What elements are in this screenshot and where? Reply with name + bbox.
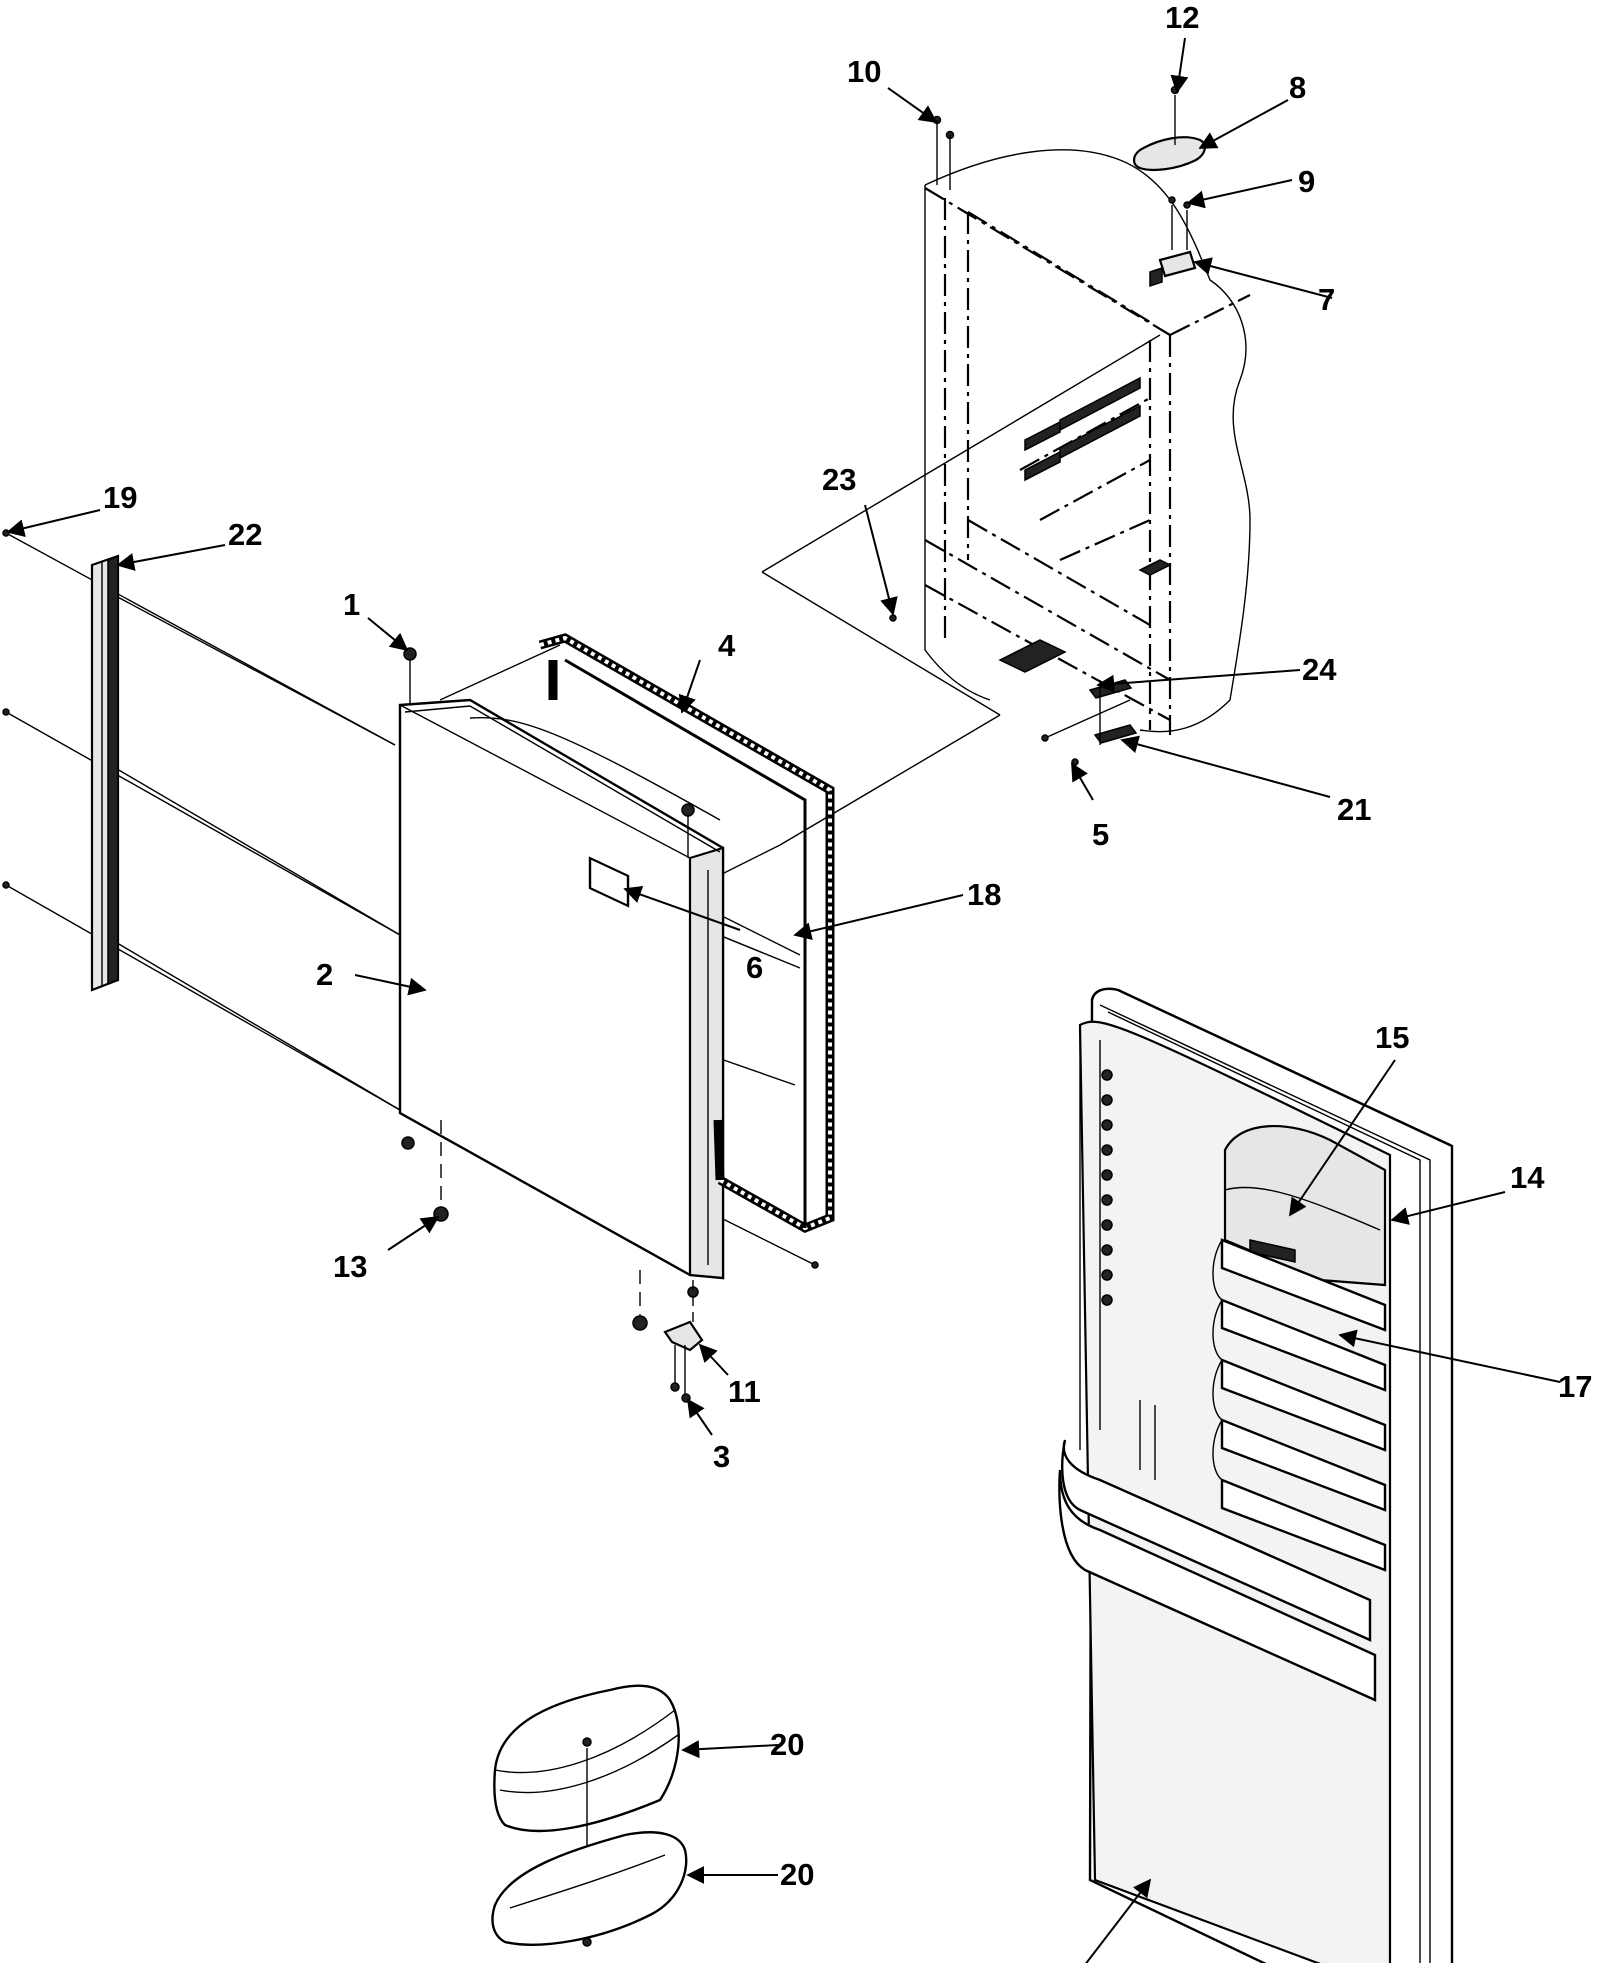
- callout-21: 21: [1337, 792, 1371, 827]
- callout-2: 2: [316, 957, 333, 992]
- callout-12: 12: [1165, 0, 1199, 35]
- callout-5: 5: [1092, 817, 1109, 852]
- callout-24: 24: [1302, 652, 1337, 687]
- callout-18: 18: [967, 877, 1001, 912]
- callout-19: 19: [103, 480, 137, 515]
- callout-11: 11: [728, 1374, 761, 1409]
- callout-leaders: [6, 37, 1561, 1963]
- callout-13: 13: [333, 1249, 367, 1284]
- callout-10: 10: [847, 54, 881, 89]
- callout-3: 3: [713, 1439, 730, 1474]
- callout-20b: 20: [780, 1857, 814, 1892]
- callout-8: 8: [1289, 70, 1306, 105]
- callout-23: 23: [822, 462, 856, 497]
- callout-14: 14: [1510, 1160, 1545, 1195]
- callout-22: 22: [228, 517, 262, 552]
- callout-20a: 20: [770, 1727, 804, 1762]
- callout-7: 7: [1318, 282, 1335, 317]
- callout-17: 17: [1558, 1369, 1592, 1404]
- callout-1: 1: [343, 587, 360, 622]
- butter-dish: [491, 1684, 688, 1947]
- callout-6: 6: [746, 950, 763, 985]
- inner-door-liner: [1058, 987, 1454, 1963]
- callout-9: 9: [1298, 164, 1315, 199]
- callout-4: 4: [718, 628, 736, 663]
- door-gasket: [538, 633, 835, 1233]
- handle-trim: [90, 554, 120, 992]
- callout-numbers: 1 2 3 4 5 6 7 8 9 10 11 12 13 14 15 16 1…: [103, 0, 1592, 1892]
- door-panel: [398, 647, 725, 1403]
- callout-15: 15: [1375, 1020, 1409, 1055]
- shelf-rail-dots: [1101, 1069, 1113, 1306]
